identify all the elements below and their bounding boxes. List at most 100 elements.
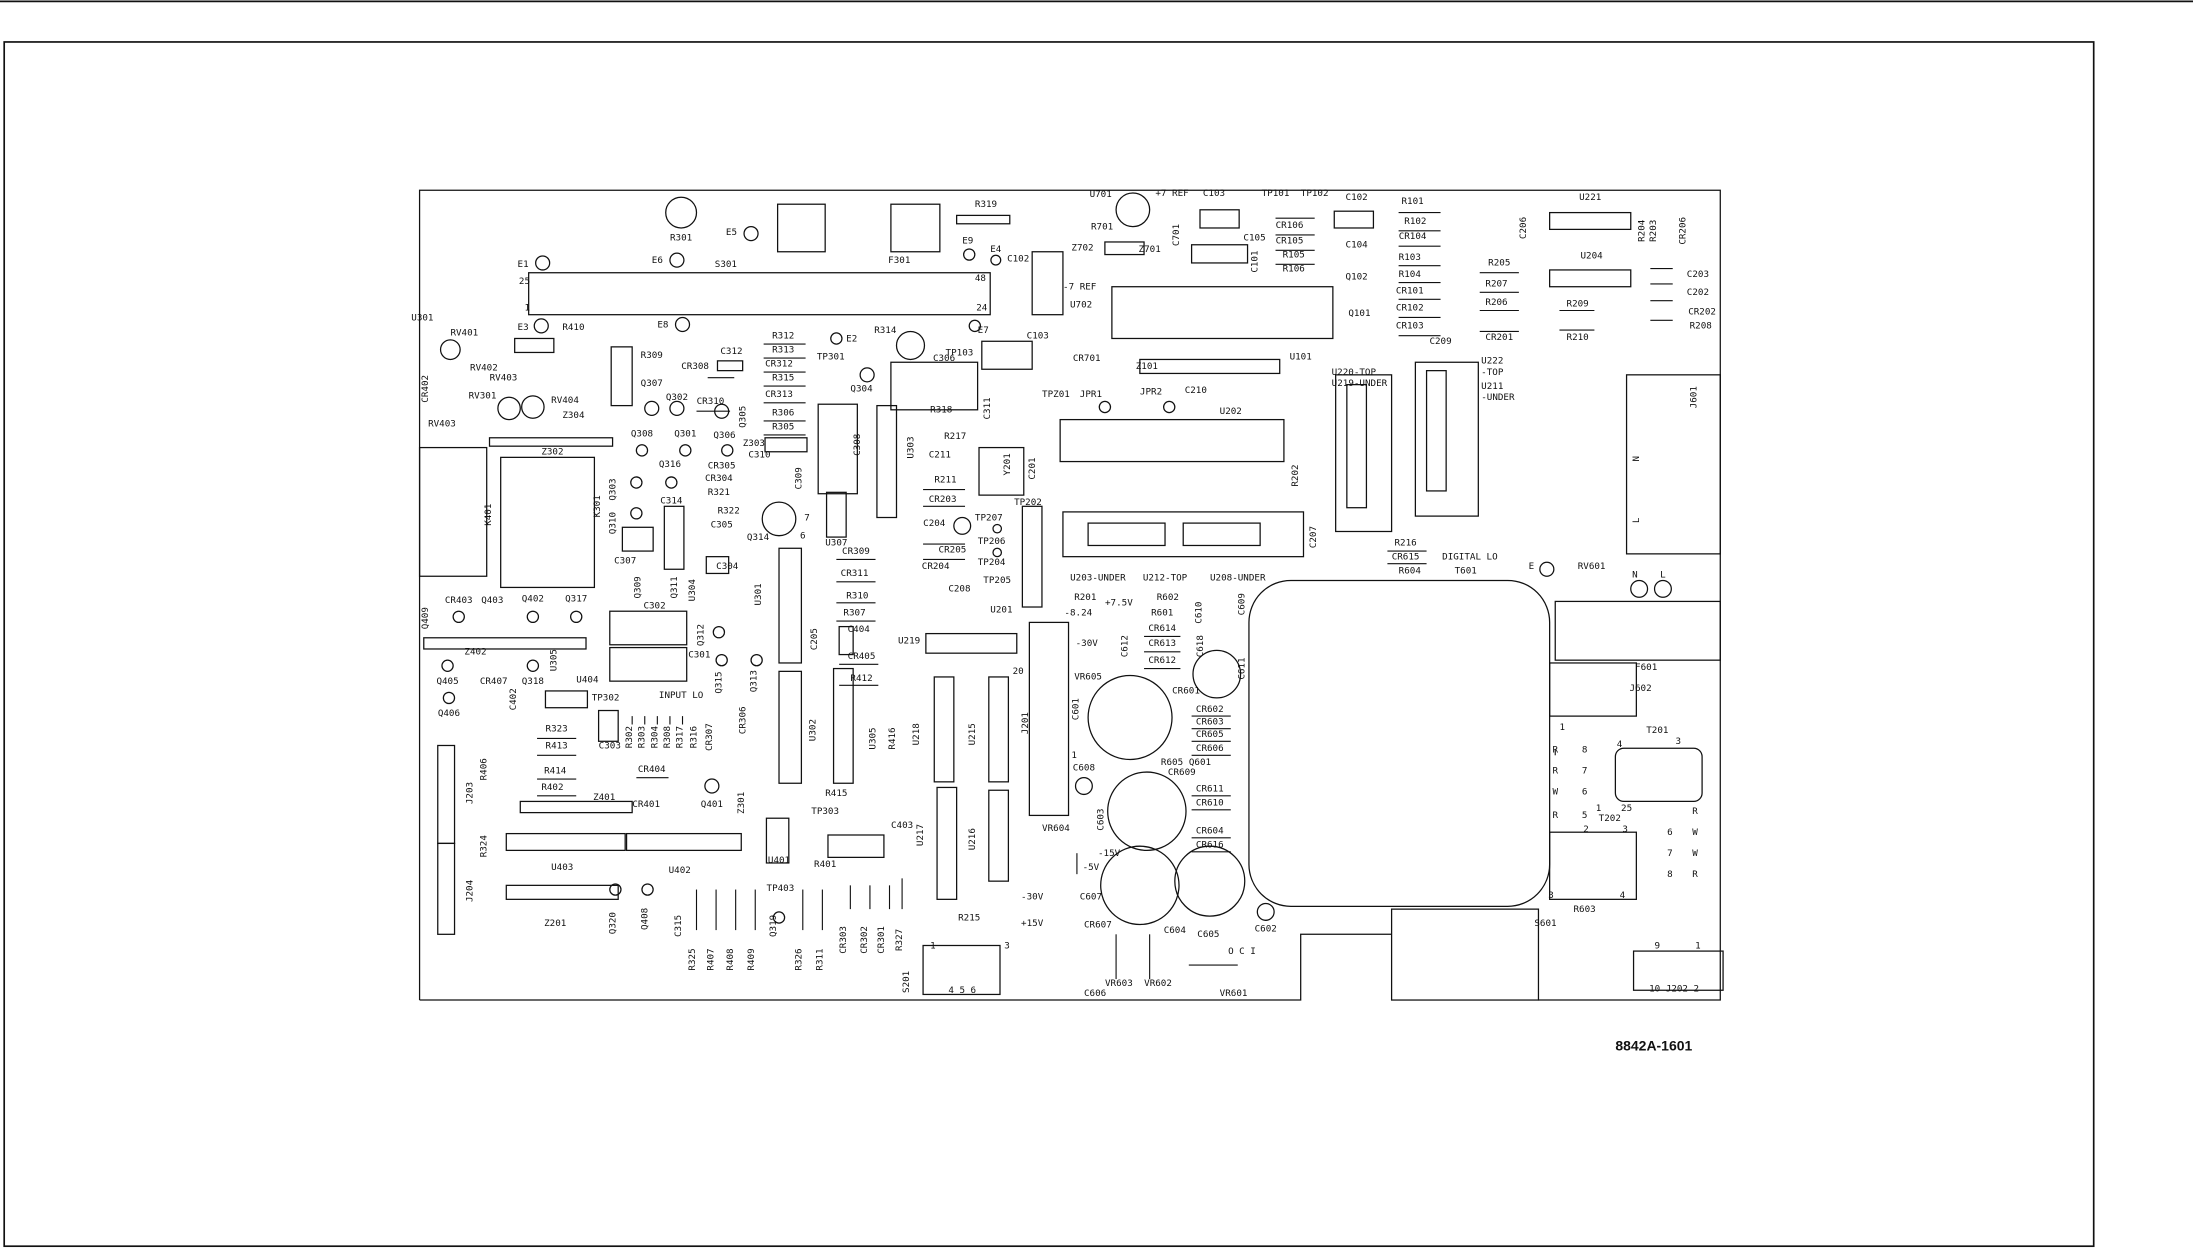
u401-ic — [765, 817, 790, 864]
label-w: W — [1552, 786, 1558, 797]
u222-ic — [1414, 361, 1479, 517]
f601-fuse-holder — [1549, 662, 1637, 717]
label-u219: U219 — [898, 635, 920, 646]
label-tp302: TP302 — [592, 693, 620, 704]
label-6: 6 — [1582, 786, 1588, 797]
label-j203: J203 — [465, 782, 476, 804]
label-c605: C605 — [1197, 929, 1219, 940]
u221-resistor-network — [1549, 211, 1632, 231]
u307-ic — [825, 491, 847, 538]
label-7: 7 — [1667, 848, 1673, 859]
label-cr616: CR616 — [1196, 840, 1224, 851]
label-cr304: CR304 — [705, 473, 733, 484]
q320-transistor — [609, 883, 622, 896]
q319-transistor — [772, 911, 786, 924]
label-c612: C612 — [1119, 635, 1130, 657]
label-tp205: TP205 — [983, 575, 1011, 586]
label-l: L — [1631, 517, 1642, 523]
label-c311: C311 — [982, 397, 993, 419]
u702-ic — [1111, 286, 1334, 340]
label-top: -TOP — [1481, 367, 1504, 378]
u303-ic — [876, 404, 898, 519]
left-connector-block — [418, 446, 488, 577]
q405-transistor — [441, 659, 454, 672]
label-u702: U702 — [1070, 300, 1092, 311]
label-u218: U218 — [911, 723, 922, 745]
label-cr403: CR403 — [445, 595, 473, 606]
label-r324: R324 — [479, 835, 490, 858]
label-c207: C207 — [1308, 526, 1319, 548]
label-r104: R104 — [1399, 269, 1422, 280]
label-r211: R211 — [934, 475, 956, 486]
label-25: 25 — [1621, 803, 1632, 814]
label-cr311: CR311 — [841, 568, 869, 579]
label-3: 3 — [1004, 940, 1010, 951]
q301-transistor — [679, 444, 692, 457]
label-c305: C305 — [711, 519, 733, 530]
label-z702: Z702 — [1071, 242, 1093, 253]
q304-transistor — [859, 367, 875, 383]
q308-transistor — [635, 444, 649, 457]
label-q311: Q311 — [669, 576, 680, 598]
label-z304: Z304 — [562, 410, 585, 421]
label-e8: E8 — [657, 319, 668, 330]
label-c303: C303 — [599, 740, 621, 751]
label-r326: R326 — [793, 948, 804, 970]
k401-relay — [500, 456, 596, 589]
label-q317: Q317 — [565, 593, 587, 604]
label-cr204: CR204 — [922, 561, 950, 572]
e8-terminal — [674, 316, 691, 333]
e-terminal — [1539, 561, 1555, 577]
label-q301: Q301 — [674, 428, 696, 439]
label-u301: U301 — [411, 312, 433, 323]
label-cr306: CR306 — [737, 706, 748, 734]
label-rv401: RV401 — [450, 328, 478, 339]
label-e6: E6 — [652, 255, 663, 266]
label-5v: -5V — [1083, 862, 1100, 873]
label-r408: R408 — [725, 948, 736, 970]
label-rv403: RV403 — [490, 372, 518, 383]
label-c315: C315 — [673, 915, 684, 937]
label-jpr2: JPR2 — [1140, 386, 1162, 397]
label-7: 7 — [804, 512, 810, 523]
label-3: 3 — [1548, 890, 1554, 901]
label-r215: R215 — [958, 912, 980, 923]
label-q307: Q307 — [641, 378, 663, 389]
jpr2-jumper — [1163, 400, 1176, 414]
r301-potentiometer — [665, 196, 698, 229]
c302-block-lower — [609, 646, 688, 682]
label-c208: C208 — [948, 584, 970, 595]
label-r402: R402 — [541, 782, 563, 793]
label-tp101: TP101 — [1262, 188, 1290, 199]
label-u305: U305 — [868, 727, 879, 749]
r410-resistor — [514, 337, 555, 354]
c601-capacitor — [1087, 674, 1173, 761]
label-u303: U303 — [905, 436, 916, 458]
label-y201: Y201 — [1002, 453, 1013, 475]
label-r409: R409 — [746, 948, 757, 970]
label-8: 8 — [1667, 869, 1673, 880]
label-c209: C209 — [1429, 336, 1451, 347]
label-c314: C314 — [660, 496, 683, 507]
label-3: 3 — [1676, 736, 1682, 747]
label-cr607: CR607 — [1084, 919, 1112, 930]
label-24: 24 — [976, 303, 988, 314]
label-q102: Q102 — [1346, 272, 1368, 283]
label-q601: Q601 — [1189, 757, 1211, 768]
label-u403: U403 — [551, 862, 573, 873]
label-z303: Z303 — [743, 438, 765, 449]
label-u222: U222 — [1481, 356, 1503, 367]
u220-ic — [1335, 374, 1393, 533]
q307-transistor — [644, 400, 660, 417]
label-r210: R210 — [1567, 332, 1589, 343]
label-u204: U204 — [1581, 251, 1604, 262]
rv404-potentiometer — [521, 395, 545, 419]
label-c302: C302 — [643, 600, 665, 611]
z401-strip — [519, 800, 633, 814]
q316-transistor — [665, 476, 678, 489]
label-tp403: TP403 — [767, 883, 795, 894]
label-s301: S301 — [715, 259, 737, 270]
u404-block — [705, 556, 730, 575]
label-vr604: VR604 — [1042, 823, 1070, 834]
u216-ic — [988, 789, 1010, 882]
